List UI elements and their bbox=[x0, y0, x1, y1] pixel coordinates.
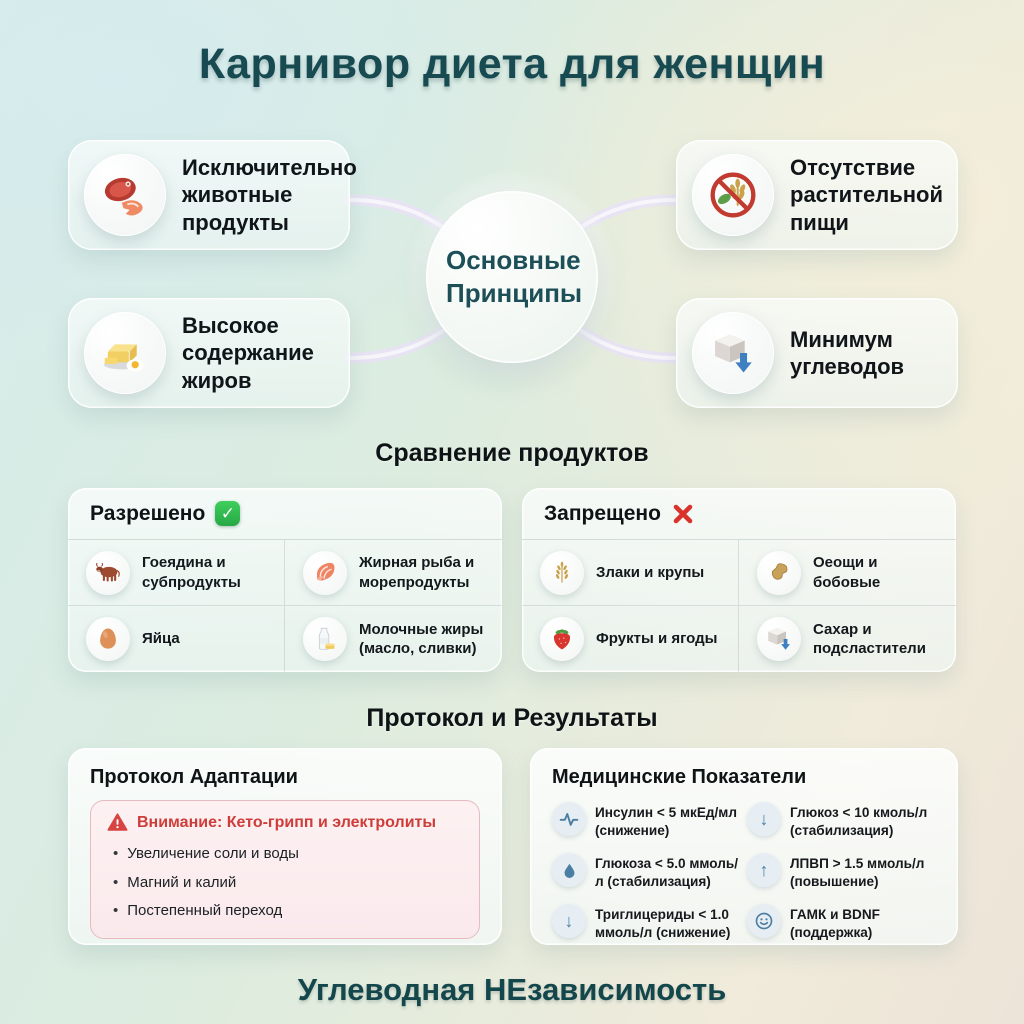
adaptation-title: Протокол Адаптации bbox=[90, 766, 298, 788]
principle-card-low-carb: Минимум углеводов bbox=[676, 298, 958, 408]
adaptation-bullet: Увеличение соли и воды bbox=[113, 840, 463, 869]
medical-item-hdl: ↑ ЛПВП > 1.5 ммоль/л (повышение) bbox=[747, 853, 936, 891]
no-plants-icon bbox=[692, 154, 774, 236]
medical-card: Медицинские Показатели Инсулин < 5 мкЕд/… bbox=[530, 748, 958, 945]
principle-card-high-fat: Высокое содержание жиров bbox=[68, 298, 350, 408]
medical-title: Медицинские Показатели bbox=[552, 766, 807, 788]
allowed-item-label: Гоеядина и субпродукты bbox=[142, 554, 241, 591]
allowed-grid: Гоеядина и субпродукты Жирная рыба и мор… bbox=[68, 540, 502, 672]
medical-item-glucose10: ↓ Глюкоз < 10 кмоль/л (стабилизация) bbox=[747, 802, 936, 840]
forbidden-card: Запрещено bbox=[522, 488, 956, 672]
warning-title: Внимание: Кето-грипп и электролиты bbox=[137, 813, 437, 831]
principle-card-animal-products: Исключительно животные продукты bbox=[68, 140, 357, 250]
pulse-icon bbox=[552, 802, 586, 836]
principle-card-no-plants: Отсутствие растительной пищи bbox=[676, 140, 958, 250]
principle-label: Отсутствие растительной пищи bbox=[790, 155, 943, 235]
forbidden-item-label: Злаки и крупы bbox=[596, 563, 705, 581]
allowed-item-fish: Жирная рыба и морепродукты bbox=[285, 540, 502, 606]
allowed-item-label: Яйца bbox=[142, 630, 180, 648]
adaptation-card: Протокол Адаптации Внимание: Кето-грипп … bbox=[68, 748, 502, 945]
page-title: Карнивор диета для женщин bbox=[198, 40, 826, 88]
allowed-item-beef: Гоеядина и субпродукты bbox=[68, 540, 285, 606]
forbidden-item-label: Сахар и подсластители bbox=[813, 620, 926, 658]
peanut-icon bbox=[757, 550, 801, 595]
butter-egg-icon bbox=[84, 312, 166, 394]
forbidden-card-header: Запрещено bbox=[522, 488, 956, 540]
footer-slogan: Углеводная НЕзависимость bbox=[297, 972, 727, 1007]
medical-item-gaba: ГАМК и BDNF (поддержка) bbox=[747, 904, 936, 942]
strawberry-icon bbox=[540, 617, 584, 661]
allowed-card-header: Разрешено ✓ bbox=[68, 488, 502, 540]
medical-item-triglycerides: ↓ Триглицериды < 1.0 ммоль/л (снижение) bbox=[552, 904, 741, 942]
arrow-down-icon: ↓ bbox=[747, 802, 781, 836]
salmon-icon bbox=[303, 550, 347, 595]
section-heading-comparison: Сравнение продуктов bbox=[375, 439, 649, 467]
check-icon: ✓ bbox=[215, 501, 241, 526]
adaptation-bullet-list: Увеличение соли и воды Магний и калий По… bbox=[107, 840, 463, 926]
adaptation-bullet: Постепенный переход bbox=[113, 897, 463, 926]
forbidden-item-label: Фрукты и ягоды bbox=[596, 630, 718, 648]
forbidden-item-label: Оеощи и бобовые bbox=[813, 554, 881, 591]
allowed-item-dairy: Молочные жиры (масло, сливки) bbox=[285, 606, 502, 672]
forbidden-item-vegetables: Оеощи и бобовые bbox=[739, 540, 956, 606]
allowed-item-label: Молочные жиры (масло, сливки) bbox=[359, 620, 484, 658]
warning-triangle-icon bbox=[107, 812, 128, 833]
adaptation-bullet: Магний и калий bbox=[113, 869, 463, 898]
forbidden-title: Запрещено bbox=[544, 501, 661, 525]
allowed-item-eggs: Яйца bbox=[68, 606, 285, 672]
center-circle: Основные Принципы bbox=[426, 191, 598, 363]
medical-item-label: Глюкоза < 5.0 ммоль/л (стабилизация) bbox=[595, 856, 738, 890]
medical-grid: Инсулин < 5 мкЕд/мл (снижение) ↓ Глюкоз … bbox=[552, 802, 936, 942]
center-label: Основные Принципы bbox=[446, 244, 583, 308]
medical-item-glucose5: Глюкоза < 5.0 ммоль/л (стабилизация) bbox=[552, 853, 741, 891]
medical-item-label: ЛПВП > 1.5 ммоль/л (повышение) bbox=[790, 856, 925, 890]
egg-icon bbox=[86, 617, 130, 661]
principle-label: Исключительно животные продукты bbox=[182, 155, 357, 235]
medical-item-insulin: Инсулин < 5 мкЕд/мл (снижение) bbox=[552, 802, 741, 840]
allowed-title: Разрешено bbox=[90, 501, 206, 525]
wheat-icon bbox=[540, 550, 584, 595]
sugar-cube-icon bbox=[757, 617, 801, 661]
allowed-card: Разрешено ✓ bbox=[68, 488, 502, 672]
principle-label: Высокое содержание жиров bbox=[182, 313, 314, 393]
arrow-down-icon: ↓ bbox=[552, 904, 586, 939]
cow-icon bbox=[86, 550, 130, 595]
forbidden-item-fruits: Фрукты и ягоды bbox=[522, 606, 739, 672]
meat-fish-icon bbox=[84, 154, 166, 236]
forbidden-item-grains: Злаки и крупы bbox=[522, 540, 739, 606]
warning-box: Внимание: Кето-грипп и электролиты Увели… bbox=[90, 800, 480, 939]
allowed-item-label: Жирная рыба и морепродукты bbox=[359, 554, 475, 591]
forbidden-grid: Злаки и крупы Оеощи и бобовые bbox=[522, 540, 956, 672]
sugar-down-icon bbox=[692, 312, 774, 394]
smiley-icon bbox=[747, 904, 781, 939]
forbidden-item-sugar: Сахар и подсластители bbox=[739, 606, 956, 672]
medical-item-label: ГАМК и BDNF (поддержка) bbox=[790, 907, 880, 941]
medical-item-label: Глюкоз < 10 кмоль/л (стабилизация) bbox=[790, 805, 928, 839]
section-heading-protocol: Протокол и Результаты bbox=[366, 704, 658, 732]
medical-item-label: Триглицериды < 1.0 ммоль/л (снижение) bbox=[595, 907, 731, 941]
droplet-icon bbox=[552, 853, 586, 888]
dairy-icon bbox=[303, 617, 347, 661]
arrow-up-icon: ↑ bbox=[747, 853, 781, 888]
medical-item-label: Инсулин < 5 мкЕд/мл (снижение) bbox=[595, 805, 737, 839]
warning-header: Внимание: Кето-грипп и электролиты bbox=[107, 812, 463, 833]
cross-icon bbox=[671, 502, 695, 526]
principle-label: Минимум углеводов bbox=[790, 326, 905, 379]
